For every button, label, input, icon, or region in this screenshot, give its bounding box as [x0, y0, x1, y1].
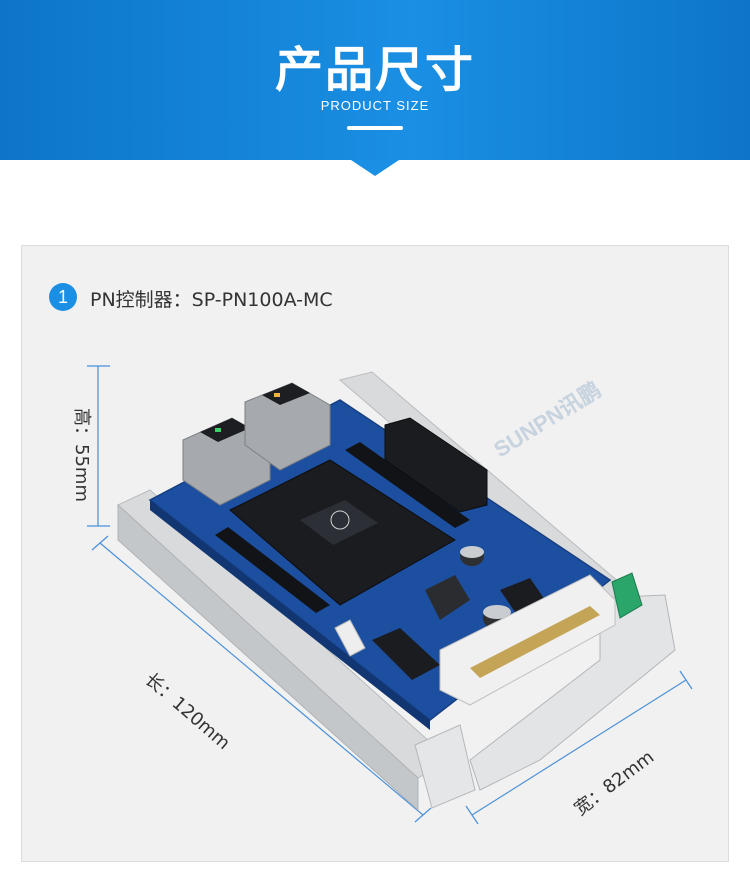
- title-underline: [347, 126, 403, 130]
- ethernet-port-2: [244, 382, 331, 471]
- product-model-label: PN控制器：SP-PN100A-MC: [90, 289, 333, 311]
- banner-notch: [351, 160, 399, 176]
- page-subtitle: PRODUCT SIZE: [320, 98, 430, 113]
- box-header-top: [384, 417, 488, 513]
- din-rail-left: [117, 489, 476, 812]
- pin-header-right: [345, 442, 470, 528]
- page-title: 产品尺寸: [274, 42, 475, 98]
- core-module: [229, 459, 456, 606]
- header-banner: [0, 0, 750, 160]
- terminal-block: [611, 572, 643, 619]
- idc-connector: [439, 574, 616, 706]
- item-number-badge: 1: [49, 283, 77, 311]
- height-dimension-label: 高：55mm: [70, 408, 92, 502]
- brand-logo: SUNPN讯鹏: [489, 377, 605, 462]
- length-dimension-line: [91, 535, 432, 823]
- width-dimension-line: [465, 670, 693, 825]
- height-dimension-line: [87, 365, 110, 527]
- pin-header-left: [215, 527, 330, 613]
